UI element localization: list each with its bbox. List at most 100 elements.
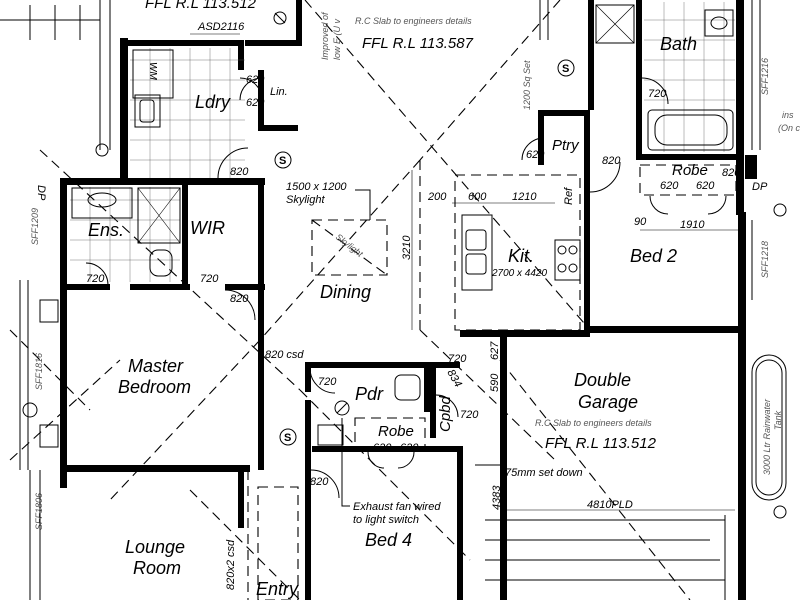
svg-text:SFF1216: SFF1216 (760, 58, 770, 95)
lounge-label-1: Lounge (125, 537, 185, 557)
svg-text:200: 200 (427, 191, 447, 203)
bath-tiles (644, 2, 735, 152)
lin-label: Lin. (270, 86, 288, 98)
svg-text:S: S (562, 63, 569, 75)
powder-area: Pdr 720 Robe 620 620 Cpbd 720 834 590 62… (305, 341, 501, 600)
svg-text:620: 620 (400, 442, 419, 454)
svg-text:3000 Ltr Rainwater: 3000 Ltr Rainwater (762, 398, 772, 475)
svg-text:SFF1218: SFF1218 (760, 241, 770, 278)
kit-size: 2700 x 4420 (491, 268, 547, 279)
svg-text:4810PLD: 4810PLD (587, 499, 633, 511)
pdr-label: Pdr (355, 384, 384, 404)
bath: Bath 720 (588, 0, 744, 215)
garage-label-1: Double (574, 370, 631, 390)
entry-label: Entry (256, 579, 299, 599)
robe-bed2-label: Robe (672, 162, 708, 179)
svg-text:834: 834 (444, 368, 464, 390)
ffl-center: FFL R.L 113.587 (362, 35, 474, 52)
robe-mid-label: Robe (378, 423, 414, 440)
lounge-label-2: Room (133, 558, 181, 578)
laundry-tiles (130, 48, 245, 178)
svg-text:820: 820 (722, 167, 741, 179)
lounge-entry: Lounge Room 820x2 csd Entry (125, 468, 299, 600)
exhaust-note-1: Exhaust fan wired (353, 501, 441, 513)
svg-text:620: 620 (526, 149, 545, 161)
svg-text:4383: 4383 (491, 485, 503, 510)
svg-text:3210: 3210 (401, 235, 413, 260)
svg-text:627: 627 (489, 341, 501, 360)
garage: Double Garage R.C Slab to engineers deta… (460, 330, 735, 600)
svg-text:(On c: (On c (778, 123, 800, 133)
cpbd-label: Cpbd (437, 395, 454, 432)
svg-text:720: 720 (460, 409, 479, 421)
svg-text:R.C Slab to engineers details: R.C Slab to engineers details (535, 418, 652, 428)
skylight-size: 1500 x 1200 (286, 181, 347, 193)
svg-text:820: 820 (230, 293, 249, 305)
ensuite-tiles (70, 187, 180, 282)
svg-text:90: 90 (634, 216, 647, 228)
svg-text:620: 620 (660, 180, 679, 192)
svg-text:820: 820 (310, 476, 329, 488)
svg-text:820: 820 (602, 155, 621, 167)
svg-text:S: S (279, 155, 286, 167)
svg-text:Skylight: Skylight (334, 232, 365, 260)
setout-lines (9, 0, 691, 600)
svg-text:720: 720 (448, 353, 467, 365)
rainwater-tank: 3000 Ltr Rainwater Tank (751, 354, 787, 519)
svg-text:SFF1806: SFF1806 (34, 493, 44, 530)
bath-label: Bath (660, 34, 697, 54)
kit-label: Kit. (508, 246, 534, 266)
master-bedroom: Master Bedroom 820 csd S (118, 290, 304, 470)
ffl-garage: FFL R.L 113.512 (545, 435, 657, 452)
asd-label: ASD2116 (197, 21, 245, 33)
dining: 1500 x 1200 Skylight Skylight Dining 321… (274, 151, 413, 330)
svg-text:1210: 1210 (512, 191, 537, 203)
laundry: WM Ldry Lin. 620 620 ASD2116 820 (120, 0, 302, 183)
garage-label-2: Garage (578, 392, 638, 412)
skylight-word: Skylight (286, 194, 325, 206)
bed4: Bed 4 Exhaust fan wired to light switch … (305, 418, 441, 600)
svg-text:820x2 csd: 820x2 csd (225, 539, 237, 590)
svg-text:620: 620 (373, 442, 392, 454)
pantry: Ptry 620 820 (521, 110, 621, 330)
svg-text:820 csd: 820 csd (265, 349, 304, 361)
bed4-label: Bed 4 (365, 530, 412, 550)
svg-text:Ref: Ref (563, 187, 575, 205)
top-left-fragment: FFL R.L 113.512 (0, 0, 287, 150)
svg-text:low E (U v: low E (U v (332, 18, 342, 60)
svg-text:620: 620 (246, 97, 265, 109)
svg-text:1200 Sq Set: 1200 Sq Set (522, 60, 532, 110)
svg-text:720: 720 (318, 376, 337, 388)
exhaust-note-2: to light switch (353, 514, 419, 526)
svg-text:SFF1816: SFF1816 (34, 353, 44, 390)
svg-text:75mm set down: 75mm set down (505, 467, 583, 479)
svg-text:1910: 1910 (680, 219, 705, 231)
bed2: Robe 620 620 820 90 1910 Bed 2 DP SFF121… (584, 0, 800, 600)
svg-text:600: 600 (468, 191, 487, 203)
svg-text:820: 820 (230, 166, 249, 178)
svg-text:DP: DP (35, 185, 47, 201)
svg-text:620: 620 (246, 74, 265, 86)
svg-text:Tank: Tank (773, 410, 783, 430)
center-level: R.C Slab to engineers details FFL R.L 11… (320, 0, 575, 110)
kitchen: Kit. 2700 x 4420 Ref 200 600 1210 (427, 174, 581, 331)
ptry-label: Ptry (552, 137, 580, 154)
master-label-1: Master (128, 356, 184, 376)
svg-text:720: 720 (86, 273, 105, 285)
svg-text:DP: DP (752, 181, 768, 193)
ensuite-wir: Ens. WIR 720 720 820 DP SFF1209 (30, 178, 265, 488)
wm-label: WM (147, 62, 158, 80)
bed2-label: Bed 2 (630, 246, 677, 266)
master-label-2: Bedroom (118, 377, 191, 397)
svg-text:720: 720 (648, 88, 667, 100)
svg-text:620: 620 (696, 180, 715, 192)
svg-text:SFF1209: SFF1209 (30, 208, 40, 245)
left-walls: SFF1816 SFF1806 (19, 143, 250, 600)
svg-text:ins: ins (782, 110, 794, 120)
ffl-top-left: FFL R.L 113.512 (145, 0, 257, 12)
wir-label: WIR (190, 218, 225, 238)
ldry-label: Ldry (195, 92, 231, 112)
svg-text:S: S (284, 432, 291, 444)
svg-text:R.C Slab to engineers details: R.C Slab to engineers details (355, 16, 472, 26)
